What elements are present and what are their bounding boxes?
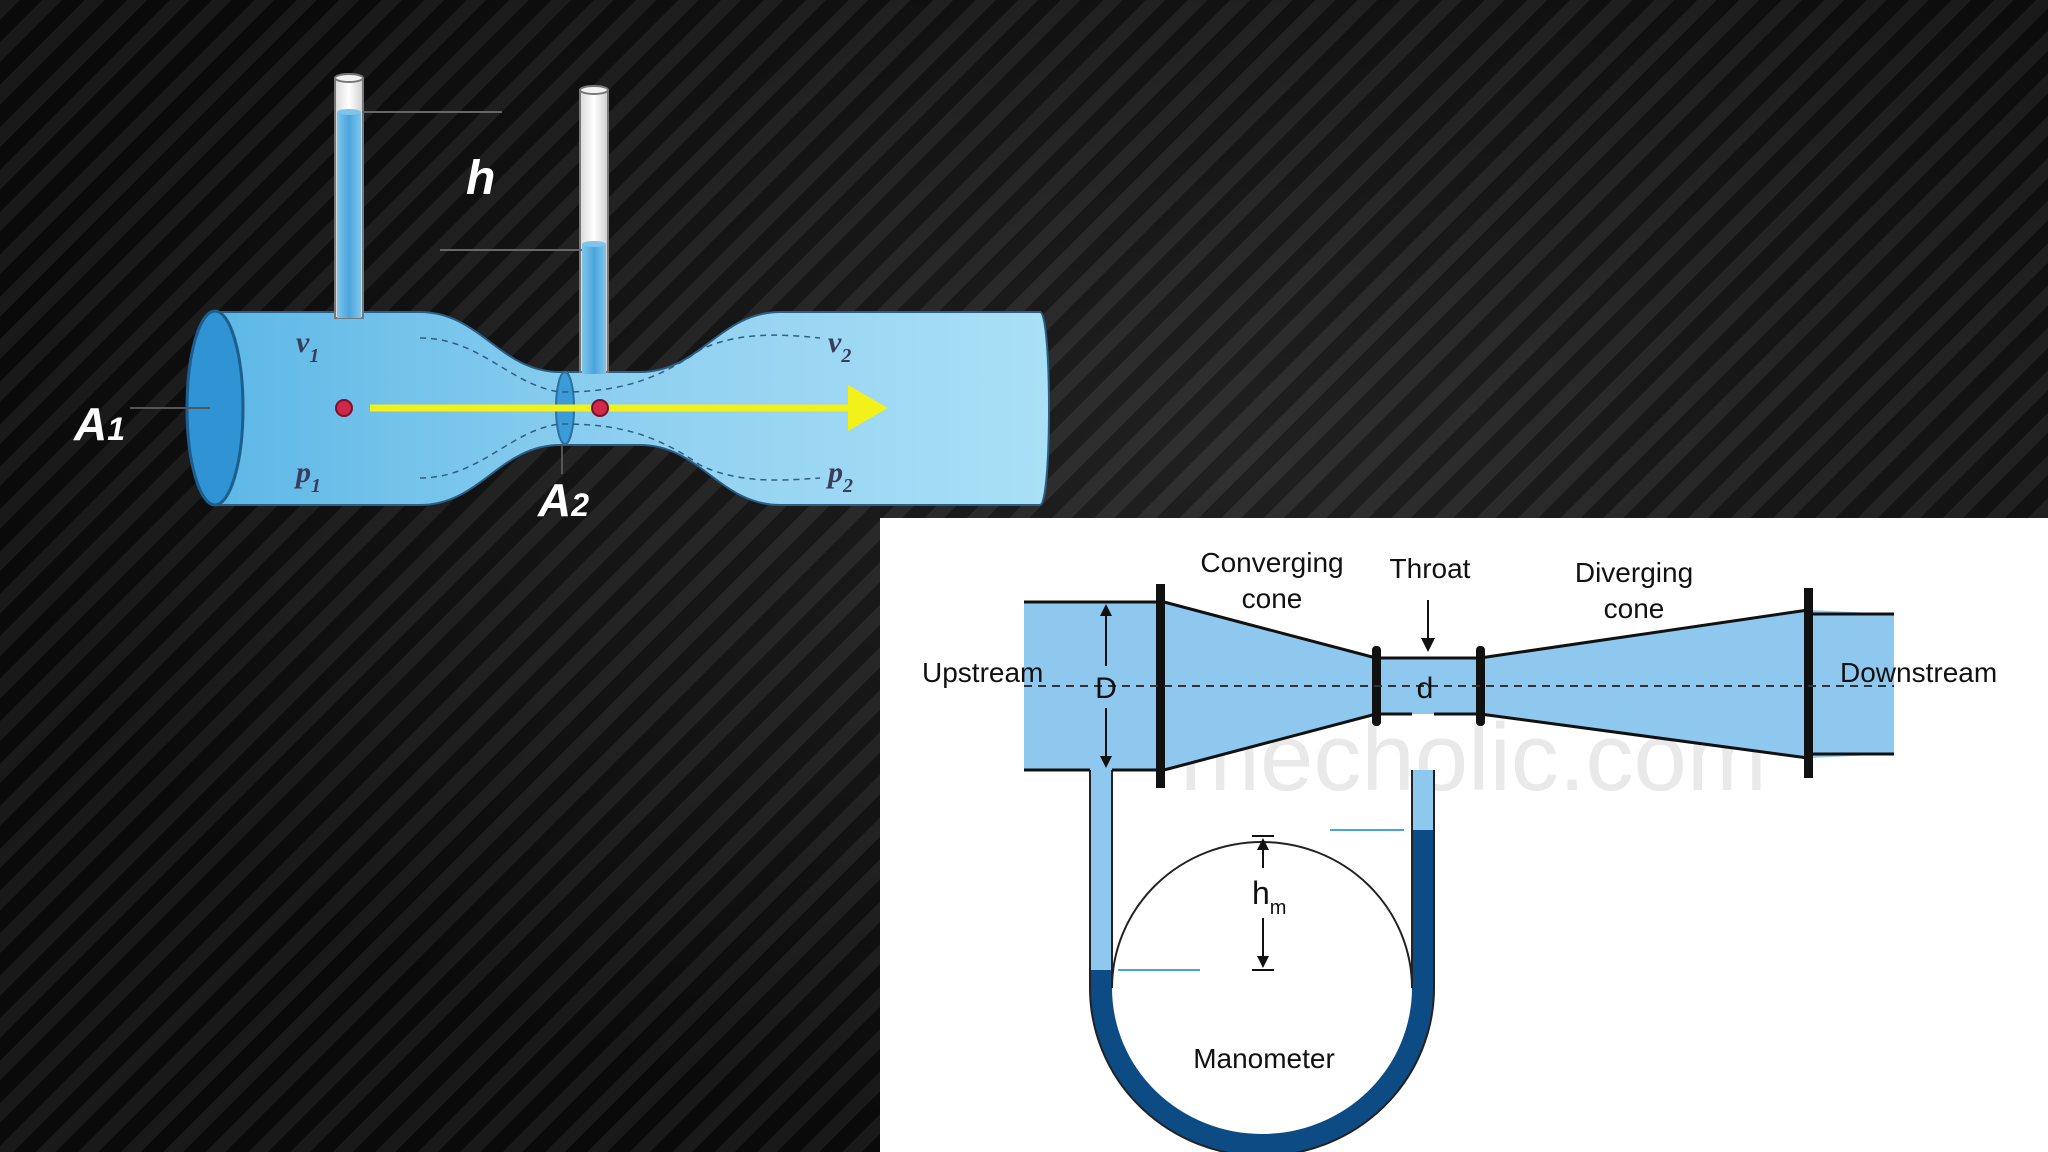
- hm-arrowhead-top: [1257, 838, 1269, 850]
- velocity-1-subscript: 1: [309, 345, 319, 367]
- downstream-label: Downstream: [1840, 657, 1997, 688]
- diameter-D-label: D: [1095, 672, 1117, 705]
- flange-outlet: [1804, 588, 1813, 778]
- flange-inlet: [1156, 584, 1165, 788]
- velocity-2-symbol: v: [828, 326, 842, 359]
- pressure-2-symbol: p: [825, 456, 843, 489]
- manometer-label: Manometer: [1193, 1043, 1335, 1074]
- point-2-marker: [591, 399, 609, 417]
- height-difference-label: h: [466, 152, 495, 205]
- diverging-cone-label-line1: Diverging: [1575, 557, 1693, 588]
- piezometer-tube-2-meniscus: [582, 241, 606, 247]
- pressure-1-symbol: p: [293, 456, 311, 489]
- piezometer-tube-1-meniscus: [337, 109, 361, 115]
- diameter-D-arrowhead-bottom: [1100, 756, 1112, 768]
- converging-cone-label-line2: cone: [1242, 583, 1303, 614]
- area-1-subscript: 1: [107, 411, 125, 447]
- venturimeter-schematic: mecholic.com Converging cone Throat Dive…: [880, 518, 2048, 1152]
- piezometer-tube-1-fluid: [337, 112, 361, 318]
- pressure-2-label: p2: [825, 456, 853, 497]
- venturi-outline-top: [1024, 600, 1894, 660]
- velocity-1-symbol: v: [296, 326, 310, 359]
- throat-pointer-arrowhead: [1421, 638, 1435, 652]
- velocity-2-label: v2: [828, 326, 851, 367]
- converging-cone-label-line1: Converging: [1200, 547, 1343, 578]
- piezometer-tube-2-rim: [579, 85, 609, 95]
- piezometer-tube-2-fluid: [582, 244, 606, 374]
- hm-arrowhead-bottom: [1257, 956, 1269, 968]
- point-1-marker: [335, 399, 353, 417]
- hm-subscript: m: [1270, 897, 1287, 919]
- pressure-2-subscript: 2: [842, 475, 853, 497]
- upstream-label: Upstream: [922, 657, 1043, 688]
- diameter-d-label: d: [1417, 672, 1434, 705]
- area-1-label: A1: [73, 398, 125, 450]
- area-2-subscript: 2: [570, 487, 589, 523]
- velocity-1-label: v1: [296, 326, 319, 367]
- piezometer-tube-1-rim: [334, 73, 364, 83]
- area-2-symbol: A: [537, 474, 571, 526]
- pressure-1-subscript: 1: [311, 475, 321, 497]
- diameter-D-arrowhead-top: [1100, 604, 1112, 616]
- hm-symbol: h: [1252, 875, 1270, 911]
- flow-arrow-head: [848, 385, 888, 431]
- area-2-label: A2: [537, 474, 589, 526]
- diverging-cone-label-line2: cone: [1604, 593, 1665, 624]
- bernoulli-venturi-illustration: h v1 v2 p1 p2 A1 A2: [73, 73, 1050, 526]
- flange-throat-right: [1476, 646, 1485, 726]
- hm-label: hm: [1252, 875, 1286, 919]
- throat-label: Throat: [1390, 553, 1471, 584]
- area-1-symbol: A: [73, 398, 107, 450]
- velocity-2-subscript: 2: [840, 345, 851, 367]
- pressure-1-label: p1: [293, 456, 321, 497]
